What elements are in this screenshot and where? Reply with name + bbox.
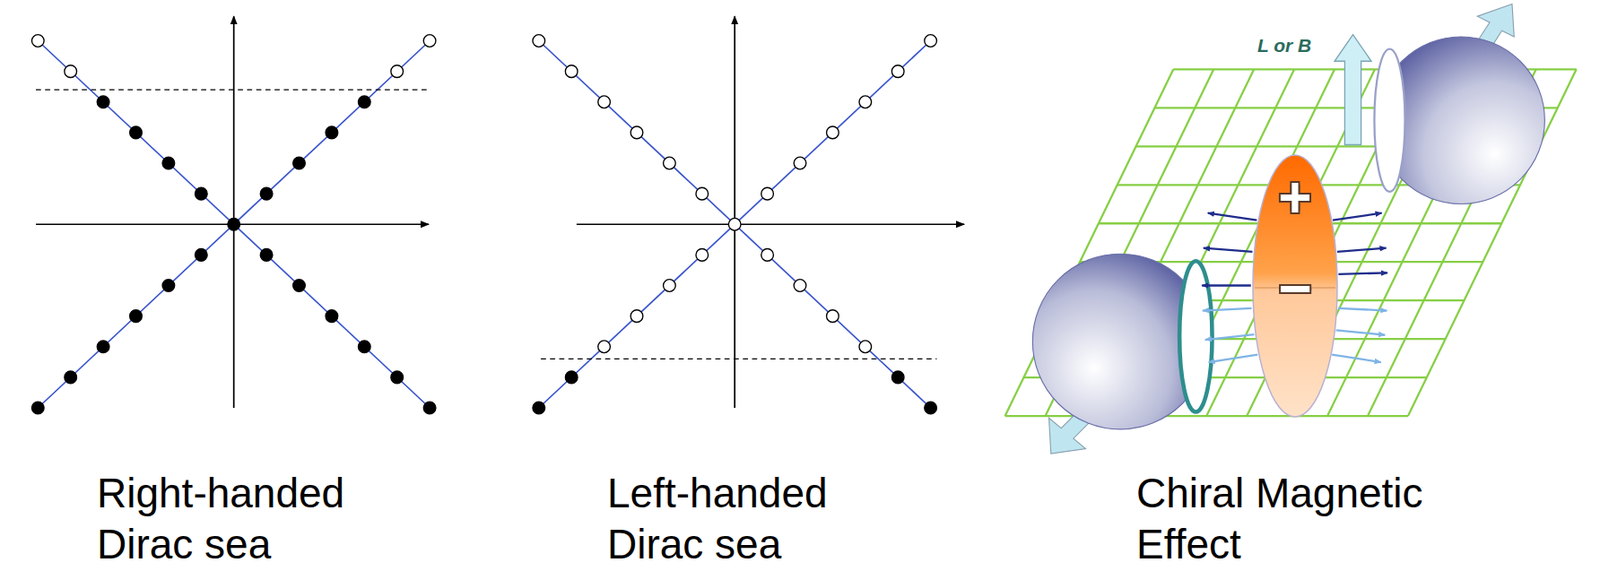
current-arrow xyxy=(1331,355,1382,363)
empty-state xyxy=(630,126,644,140)
filled-state xyxy=(891,371,905,384)
empty-state xyxy=(391,65,404,79)
dispersion-line xyxy=(539,41,931,409)
panel-caption: Left-handed Dirac sea xyxy=(607,468,931,571)
empty-state xyxy=(663,156,677,170)
panel-caption: Right-handed Dirac sea xyxy=(96,468,420,571)
empty-state xyxy=(859,95,872,109)
filled-state xyxy=(423,401,436,415)
dispersion-line xyxy=(37,41,430,409)
empty-state xyxy=(924,34,938,48)
filled-state xyxy=(260,187,273,200)
nucleus-cut-face xyxy=(1179,260,1212,412)
empty-state xyxy=(598,95,611,109)
filled-state xyxy=(357,340,371,354)
empty-state xyxy=(423,34,436,48)
field-arrow xyxy=(1334,34,1372,146)
filled-state xyxy=(130,126,143,140)
negative-charge: − xyxy=(1251,260,1340,318)
filled-state xyxy=(565,371,578,384)
dispersion-line xyxy=(37,41,430,409)
empty-state xyxy=(728,217,741,231)
filled-state xyxy=(924,401,938,415)
grid-line xyxy=(1005,415,1409,418)
filled-state xyxy=(357,95,371,109)
empty-state xyxy=(64,65,78,79)
filled-state xyxy=(325,310,339,323)
empty-state xyxy=(565,65,578,79)
filled-state xyxy=(293,156,306,170)
empty-state xyxy=(826,126,840,140)
fermi-level xyxy=(35,88,429,90)
nucleus-cut-face xyxy=(1373,49,1405,192)
current-arrow xyxy=(1201,284,1252,287)
current-arrow xyxy=(1332,213,1383,221)
current-arrow xyxy=(1336,330,1386,335)
filled-state xyxy=(194,187,208,200)
empty-state xyxy=(695,249,709,262)
current-arrow xyxy=(1338,308,1388,312)
empty-state xyxy=(598,340,611,354)
empty-state xyxy=(532,34,546,48)
empty-state xyxy=(793,279,807,293)
filled-state xyxy=(96,340,110,354)
filled-state xyxy=(96,95,110,109)
filled-state xyxy=(130,310,143,323)
dispersion-line xyxy=(539,41,931,409)
positive-charge: + xyxy=(1251,168,1340,227)
current-arrow xyxy=(1203,248,1253,253)
filled-state xyxy=(162,156,175,170)
filled-state xyxy=(325,126,339,140)
fermi-level xyxy=(540,358,937,360)
empty-state xyxy=(859,340,872,354)
filled-state xyxy=(260,249,273,262)
filled-state xyxy=(227,217,241,231)
momentum-axis xyxy=(576,223,965,226)
filled-state xyxy=(194,249,208,262)
filled-state xyxy=(293,279,306,293)
energy-axis xyxy=(733,16,736,409)
current-arrow xyxy=(1337,248,1387,253)
current-arrow xyxy=(1208,213,1258,221)
energy-axis xyxy=(233,16,235,409)
filled-state xyxy=(391,371,404,384)
filled-state xyxy=(64,371,78,384)
empty-state xyxy=(826,310,840,323)
current-arrow xyxy=(1208,355,1259,363)
current-arrow xyxy=(1202,308,1253,312)
empty-state xyxy=(31,34,44,48)
current-arrow xyxy=(1338,272,1388,274)
current-arrow xyxy=(1205,334,1255,340)
filled-state xyxy=(162,279,175,293)
filled-state xyxy=(532,401,546,415)
charge-ellipse: +− xyxy=(1251,153,1340,419)
empty-state xyxy=(630,310,644,323)
empty-state xyxy=(891,65,905,79)
panel-caption: Chiral Magnetic Effect xyxy=(1136,468,1460,571)
empty-state xyxy=(761,187,774,200)
empty-state xyxy=(695,187,709,200)
field-label: L or B xyxy=(1257,34,1312,57)
filled-state xyxy=(31,401,44,415)
empty-state xyxy=(663,279,677,293)
empty-state xyxy=(793,156,807,170)
empty-state xyxy=(761,249,774,262)
